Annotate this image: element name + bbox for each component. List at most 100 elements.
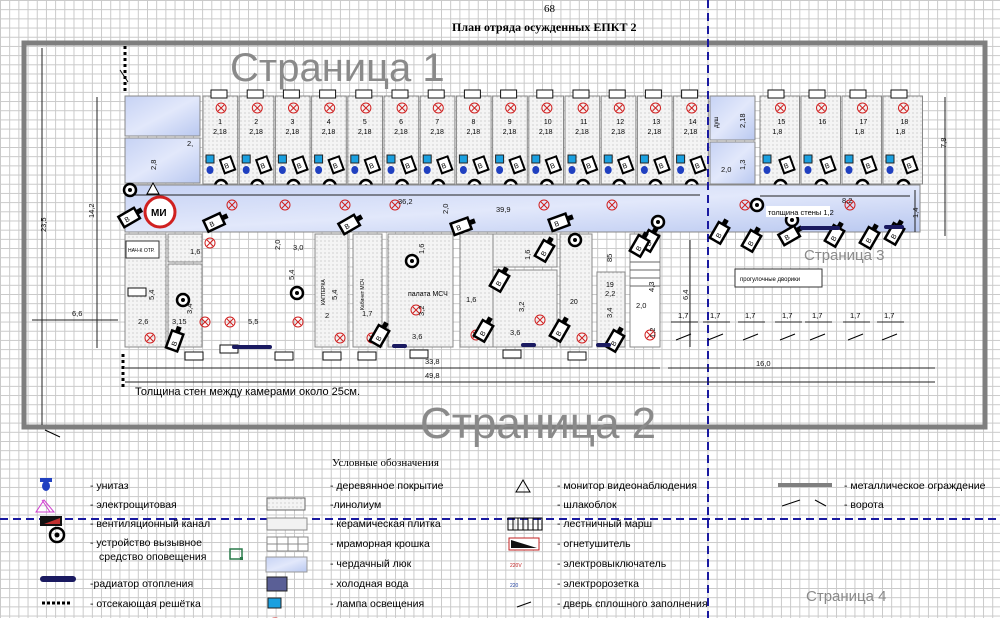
cell-number: 1: [218, 119, 222, 126]
solid-door-icon: [516, 601, 532, 608]
dim-store-w: 2: [325, 311, 329, 320]
shower-hall: [709, 141, 756, 185]
dim-r2-w: 3,15: [172, 317, 187, 326]
cell-number: 9: [508, 119, 512, 126]
dim-offset-left: 6,6: [72, 309, 82, 318]
lamp-icon: [360, 102, 372, 114]
dimension-lines: [32, 48, 946, 425]
svg-text:B: B: [694, 162, 701, 170]
walking-yards: [671, 321, 904, 341]
gate-icon: [44, 69, 129, 438]
svg-text:B: B: [477, 162, 484, 170]
lamp-icon: [576, 332, 588, 344]
camera-icon: B: [628, 231, 651, 259]
lamp-icon: [541, 102, 553, 114]
cell-3: 32,18B: [274, 89, 311, 194]
dim-ward-w: 3,6: [412, 332, 422, 341]
cell-2: 22,18B: [238, 89, 275, 194]
radiator-icon: [500, 89, 518, 99]
yards-label-box: [734, 268, 823, 288]
dim-stair-h2: 1,2: [648, 328, 657, 338]
camera-icon: B: [778, 155, 796, 175]
camera-icon: B: [399, 155, 418, 175]
cctv-monitor-icon: [146, 181, 160, 195]
camera-icon: B: [653, 155, 671, 175]
cell-1: 12,18B: [202, 89, 239, 194]
camera-icon: B: [546, 212, 574, 233]
legend-electrical-panel: - электрощитовая: [90, 499, 177, 511]
dim-r-3-2: 3,2: [517, 302, 526, 312]
cell-number: 2: [254, 119, 258, 126]
svg-text:B: B: [405, 162, 412, 170]
dim-corridor-length-b: 39,9: [496, 205, 511, 214]
camera-icon: B: [689, 155, 708, 175]
cell-width: 2,18: [322, 129, 336, 136]
camera-icon: B: [201, 211, 229, 234]
toilet-icon: [206, 166, 214, 174]
radiator-icon: [210, 89, 228, 99]
cell-7: 72,18B: [419, 89, 456, 194]
cell-number: 4: [327, 119, 331, 126]
svg-text:B: B: [610, 340, 619, 348]
legend-radiator: -радиатор отопления: [90, 578, 194, 590]
cell-width: 1,8: [855, 129, 865, 136]
yard-width: 1,7: [884, 311, 894, 320]
radiator-icon: [274, 351, 294, 361]
camera-icon: B: [776, 224, 804, 247]
cell-width: 2,18: [648, 129, 662, 136]
radiator-icon: [608, 89, 626, 99]
lamp-icon: [857, 102, 868, 114]
svg-text:B: B: [344, 223, 352, 232]
cell-18: 181,8B: [882, 89, 923, 194]
yard-width: 1,7: [745, 311, 755, 320]
cold-water-icon: [350, 154, 360, 164]
camera-icon: B: [819, 155, 837, 175]
cell-9: 92,18B: [492, 89, 528, 194]
dim-r19-h: 3,4: [605, 308, 614, 318]
dim-building-height: 14,2: [87, 203, 96, 218]
camera-icon: B: [164, 325, 185, 354]
switch-icon: 220V: [510, 563, 522, 569]
legend-switch: - электровыключатель: [557, 558, 667, 570]
lamp-icon: [251, 102, 263, 114]
dim-big-h: 5,4: [287, 270, 296, 280]
lamp-icon: [505, 102, 517, 114]
dim-r-1-6b: 1,6: [523, 250, 532, 260]
radiator-icon: [644, 89, 662, 99]
lamp-icon: [686, 102, 698, 114]
marble-chips-icon: [265, 556, 308, 573]
camera-icon: B: [858, 223, 881, 251]
stairs-icon: [630, 261, 660, 287]
lamp-icon: [844, 199, 856, 211]
yard-width: 1,7: [782, 311, 792, 320]
radiator-icon: [884, 225, 904, 229]
lamp-icon: [469, 102, 480, 114]
dim-length-rooms: 33,8: [425, 357, 440, 366]
lamp-icon: [224, 316, 236, 328]
svg-text:B: B: [635, 245, 644, 253]
ceramic-tile-icon: [266, 536, 309, 552]
dim-right-height: 7,8: [939, 138, 948, 148]
cell-width: 1,8: [773, 129, 783, 136]
yard-width: 1,7: [710, 311, 720, 320]
svg-text:B: B: [332, 162, 339, 170]
legend-toilet: - унитаз: [90, 480, 129, 492]
toilet-icon: [845, 166, 853, 174]
wood-floor-icon: [266, 497, 306, 511]
legend-grille: - отсекающая решётка: [90, 598, 201, 610]
cell-14: 142,18B: [673, 89, 709, 194]
radiator-icon: [40, 576, 76, 582]
cold-water-icon: [495, 154, 505, 164]
med-office-label: Кабинет МСЧ: [360, 279, 366, 310]
dim-total-height: 23,5: [39, 217, 48, 232]
camera-icon: B: [533, 236, 556, 264]
svg-text:B: B: [830, 235, 839, 243]
svg-text:B: B: [495, 280, 504, 288]
room20-label: 20: [570, 299, 578, 306]
camera-icon: B: [740, 226, 763, 254]
call-device-icon: [48, 526, 66, 544]
medical-sign: [143, 195, 177, 229]
cell-number: 12: [616, 119, 624, 126]
cutoff-grille-icon: [121, 46, 127, 390]
